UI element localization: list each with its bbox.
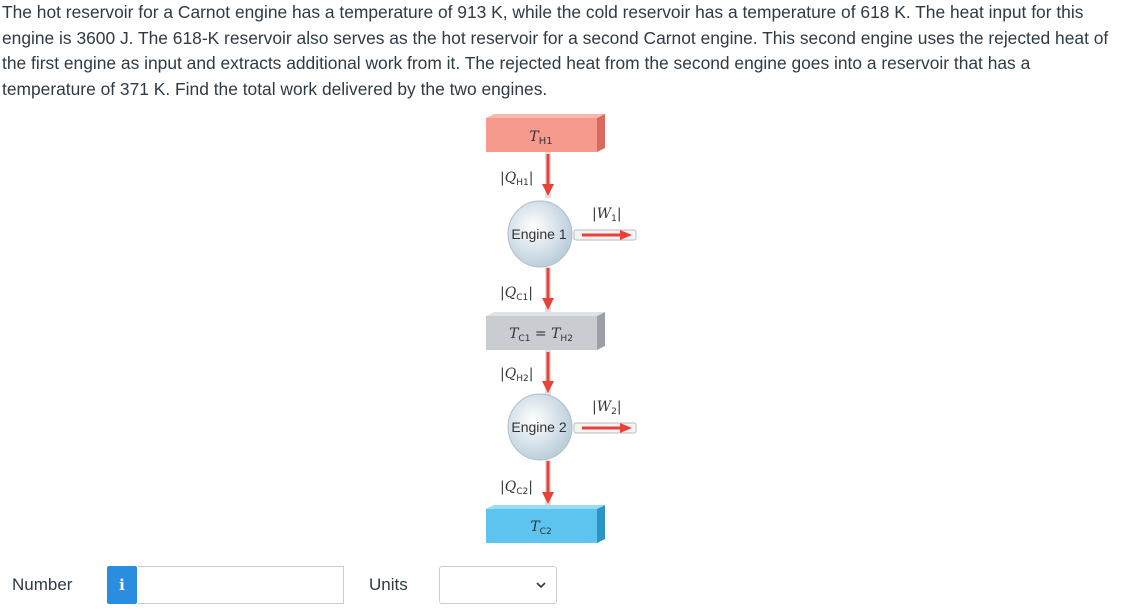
question-text: The hot reservoir for a Carnot engine ha… bbox=[2, 2, 1109, 99]
chevron-down-icon bbox=[536, 582, 546, 589]
info-icon[interactable]: i bbox=[107, 566, 137, 604]
q-c1-label: |QC1| bbox=[500, 285, 533, 303]
number-input[interactable] bbox=[138, 566, 344, 604]
q-c1-arrow bbox=[542, 267, 554, 312]
hot-reservoir-label: TH1 bbox=[529, 129, 552, 147]
q-c2-label: |QC2| bbox=[500, 479, 533, 497]
units-label: Units bbox=[369, 575, 408, 594]
w2-arrow bbox=[573, 422, 637, 434]
middle-reservoir-label: TC1 = TH2 bbox=[509, 326, 573, 344]
q-h2-arrow bbox=[542, 350, 554, 395]
w2-label: |W2| bbox=[592, 399, 622, 417]
q-h1-label: |QH1| bbox=[500, 170, 533, 188]
hot-reservoir: TH1 bbox=[486, 114, 605, 152]
cold-reservoir: TC2 bbox=[486, 505, 605, 543]
diagram-svg: TH1 |QH1| Engine 1 |W1| |QC1| bbox=[486, 114, 637, 543]
units-select[interactable] bbox=[439, 566, 557, 604]
q-h1-arrow bbox=[542, 152, 554, 198]
engine-1-label: Engine 1 bbox=[511, 226, 566, 242]
cold-reservoir-label: TC2 bbox=[530, 519, 551, 537]
number-label: Number bbox=[12, 575, 73, 594]
w1-label: |W1| bbox=[592, 206, 622, 224]
engine-1: Engine 1 bbox=[507, 200, 573, 268]
carnot-engines-diagram: TH1 |QH1| Engine 1 |W1| |QC1| bbox=[470, 110, 670, 550]
answer-row: Number i Units bbox=[0, 565, 1123, 607]
engine-2: Engine 2 bbox=[507, 393, 573, 461]
q-h2-label: |QH2| bbox=[500, 366, 533, 384]
middle-reservoir: TC1 = TH2 bbox=[486, 312, 605, 350]
q-c2-arrow bbox=[542, 460, 554, 506]
engine-2-label: Engine 2 bbox=[511, 419, 566, 435]
w1-arrow bbox=[573, 229, 637, 241]
